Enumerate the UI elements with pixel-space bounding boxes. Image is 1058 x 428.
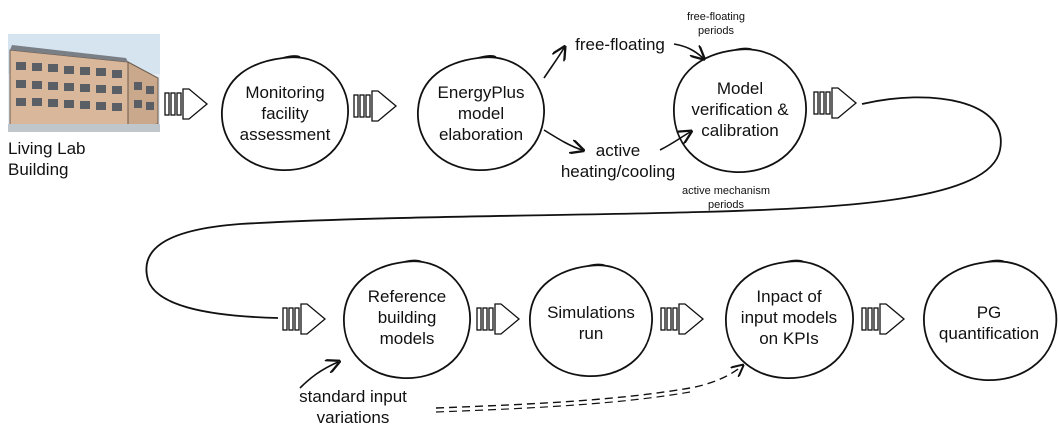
block-arrow-1 bbox=[164, 88, 209, 120]
circle-simulations bbox=[529, 263, 653, 377]
node-impact-label: Inpact of input models on KPIs bbox=[740, 287, 838, 348]
arrow-active-to-model bbox=[659, 132, 690, 151]
circle-energyplus bbox=[417, 55, 545, 171]
block-arrow-4 bbox=[282, 303, 327, 335]
branch-active-label: active heating/cooling bbox=[560, 141, 676, 181]
building-caption: Living Lab Building bbox=[8, 139, 86, 179]
circle-pg bbox=[923, 259, 1058, 381]
node-simulations-label: Simulations run bbox=[547, 303, 635, 343]
block-arrow-6 bbox=[660, 303, 705, 335]
arrow-standard-to-reference bbox=[299, 362, 338, 389]
node-reference-label: Reference building models bbox=[367, 287, 447, 348]
circle-verification bbox=[673, 47, 807, 173]
building-image bbox=[8, 34, 160, 132]
annotation-standard-input: standard input variations bbox=[299, 387, 407, 427]
node-pg-label: PG quantification bbox=[938, 303, 1040, 343]
branch-free-floating-label: free-floating bbox=[575, 35, 665, 54]
node-monitoring-label: Monitoring facility assessment bbox=[239, 83, 331, 144]
arrow-to-active bbox=[543, 129, 582, 150]
circle-reference bbox=[343, 259, 471, 379]
annotation-active-periods: active mechanism periods bbox=[681, 185, 771, 211]
arrow-to-free-floating bbox=[543, 48, 564, 79]
node-energyplus-label: EnergyPlus model elaboration bbox=[437, 83, 525, 144]
annotation-free-floating-periods: free-floating periods bbox=[686, 11, 746, 37]
arrow-free-floating-to-model bbox=[673, 43, 703, 58]
block-arrow-2 bbox=[353, 90, 398, 122]
block-arrow-3 bbox=[813, 87, 858, 119]
block-arrow-5 bbox=[476, 303, 521, 335]
connector-loop bbox=[145, 96, 1002, 319]
arrow-standard-to-impact bbox=[435, 366, 742, 409]
circle-monitoring bbox=[221, 55, 349, 171]
block-arrow-7 bbox=[861, 303, 906, 335]
circle-impact bbox=[725, 259, 854, 379]
node-verification-label: Model verification & calibration bbox=[691, 79, 789, 140]
